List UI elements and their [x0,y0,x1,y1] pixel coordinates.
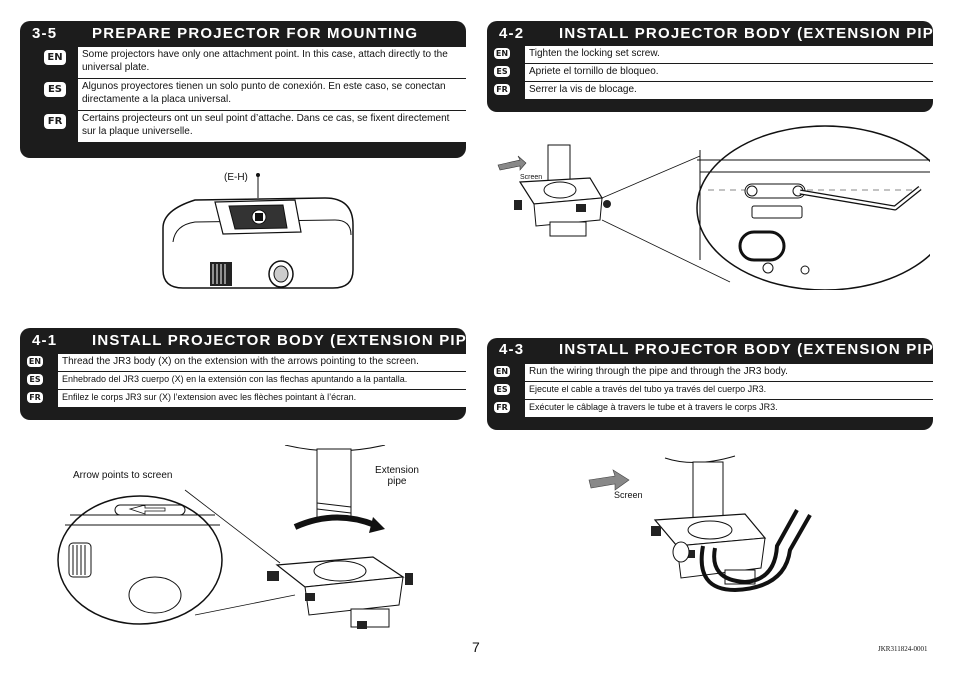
instruction-row-fr: FR Serrer la vis de blocage. [494,82,933,100]
arrow-points-caption: Arrow points to screen [73,470,173,481]
section-4-2-title: 4-2 INSTALL PROJECTOR BODY (EXTENSION PIP… [499,25,951,42]
section-4-3-title: 4-3 INSTALL PROJECTOR BODY (EXTENSION PIP… [499,341,951,358]
section-4-1-title: 4-1 INSTALL PROJECTOR BODY (EXTENSION PIP… [32,332,484,349]
instruction-row-en: EN Run the wiring through the pipe and t… [494,364,933,382]
instruction-row-fr: FR Enfilez le corps JR3 sur (X) l’extens… [27,390,466,408]
instruction-text: Exécuter le câblage à travers le tube et… [529,402,778,412]
lang-badge-es: ES [494,384,510,395]
wiring-illustration [588,455,812,593]
instruction-text: Enhebrado del JR3 cuerpo (X) en la exten… [62,374,408,384]
instruction-row-es: ES Apriete el tornillo de bloqueo. [494,64,933,82]
thread-body-illustration [57,445,413,629]
instruction-text: Tighten the locking set screw. [529,48,660,59]
instruction-text: Thread the JR3 body (X) on the extension… [62,356,419,367]
instruction-row-fr: FR Exécuter le câblage à travers le tube… [494,400,933,418]
lang-badge-fr: FR [44,114,66,129]
section-4-1-panel: 4-1 INSTALL PROJECTOR BODY (EXTENSION PIP… [20,328,483,420]
section-number: 4-2 [499,25,525,42]
lang-badge-fr: FR [27,392,43,403]
instruction-row-es: ES Enhebrado del JR3 cuerpo (X) en la ex… [27,372,466,390]
instruction-text: Apriete el tornillo de bloqueo. [529,66,659,77]
instruction-text: Run the wiring through the pipe and thro… [529,366,788,377]
instruction-text: Ejecute el cable a través del tubo ya tr… [529,384,767,394]
lang-badge-en: EN [44,50,66,65]
instruction-row-es: ES Ejecute el cable a través del tubo ya… [494,382,933,400]
section-3-5-title: 3-5 PREPARE PROJECTOR FOR MOUNTING [32,25,418,42]
lang-badge-en: EN [494,48,510,59]
section-heading: PREPARE PROJECTOR FOR MOUNTING [92,25,419,42]
section-heading: INSTALL PROJECTOR BODY (EXTENSION PIPE) [559,341,952,358]
section-number: 4-3 [499,341,525,358]
lang-badge-fr: FR [494,84,510,95]
instruction-text: Serrer la vis de blocage. [529,84,637,95]
instruction-text: Some projectors have only one attachment… [82,49,448,73]
lang-badge-en: EN [27,356,43,367]
page-number: 7 [472,639,480,655]
screen-label-43: Screen [614,490,643,500]
instruction-text: Enfilez le corps JR3 sur (X) l’extension… [62,392,357,402]
instruction-row-en: EN Thread the JR3 body (X) on the extens… [27,354,466,372]
lang-badge-es: ES [44,82,66,97]
instruction-row-es: ES Algunos proyectores tienen un solo pu… [44,79,466,111]
instruction-text: Certains projecteurs ont un seul point d… [82,113,450,137]
instruction-row-fr: FR Certains projecteurs ont un seul poin… [44,111,466,143]
lang-badge-es: ES [27,374,43,385]
instruction-text: Algunos proyectores tienen un solo punto… [82,81,446,105]
section-heading: INSTALL PROJECTOR BODY (EXTENSION PIPE) [92,332,485,349]
projector-illustration [162,173,354,289]
instruction-row-en: EN Tighten the locking set screw. [494,46,933,64]
document-id: JKR311824-0001 [878,645,928,653]
eh-caption: (E-H) [224,172,248,183]
screen-label-small: Screen [520,174,543,181]
section-4-3-panel: 4-3 INSTALL PROJECTOR BODY (EXTENSION PIP… [487,338,950,430]
lang-badge-en: EN [494,366,510,377]
instruction-row-en: EN Some projectors have only one attachm… [44,47,466,79]
section-number: 4-1 [32,332,58,349]
mount-tighten-illustration [497,125,930,290]
extension-pipe-caption: Extension pipe [375,465,419,487]
section-3-5-panel: 3-5 PREPARE PROJECTOR FOR MOUNTING EN Som… [20,21,466,158]
section-4-2-panel: 4-2 INSTALL PROJECTOR BODY (EXTENSION PIP… [487,21,950,112]
lang-badge-fr: FR [494,402,510,413]
section-heading: INSTALL PROJECTOR BODY (EXTENSION PIPE) [559,25,952,42]
section-number: 3-5 [32,25,58,42]
lang-badge-es: ES [494,66,510,77]
